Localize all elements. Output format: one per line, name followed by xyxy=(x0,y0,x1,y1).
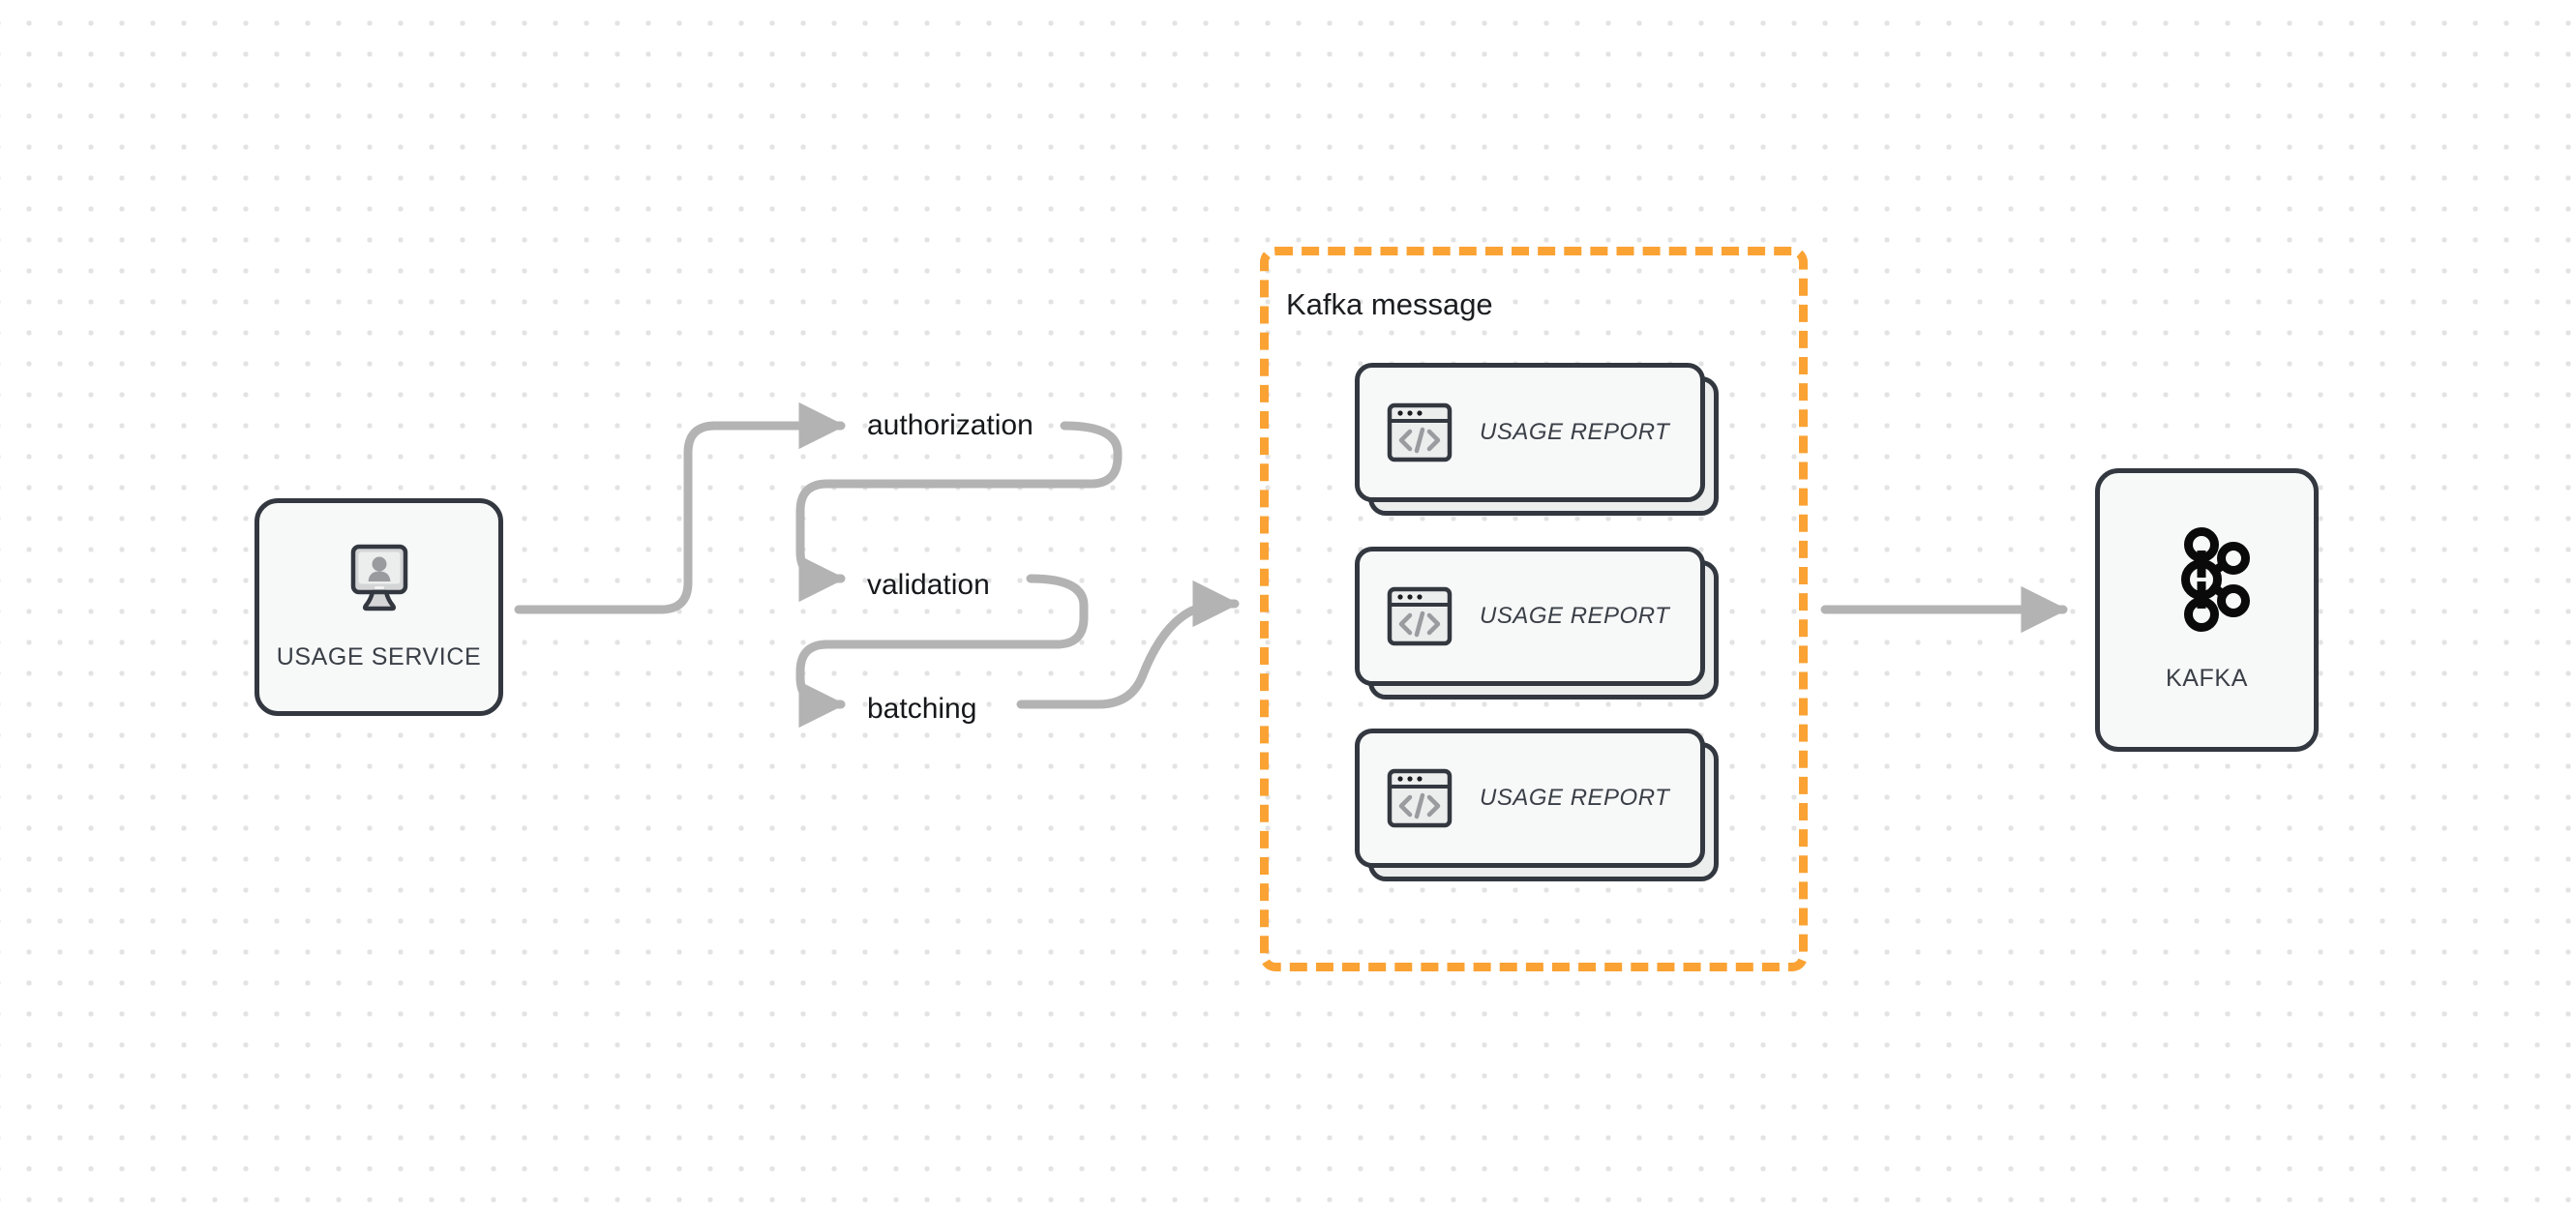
kafka-message-group xyxy=(1260,247,1808,971)
pipeline-step-validation[interactable]: validation xyxy=(867,569,990,601)
kafka-logo-icon xyxy=(2180,527,2250,632)
usage-report-card[interactable]: USAGE REPORT xyxy=(1355,729,1719,881)
edge-authorization-to-validation xyxy=(795,421,1123,603)
usage-report-label: USAGE REPORT xyxy=(1480,603,1670,629)
kafka-message-group-title: Kafka message xyxy=(1286,287,1493,321)
pipeline-step-authorization[interactable]: authorization xyxy=(867,409,1033,441)
usage-report-card[interactable]: USAGE REPORT xyxy=(1355,363,1719,516)
code-window-icon xyxy=(1387,768,1453,828)
card-front: USAGE REPORT xyxy=(1355,729,1705,868)
pipeline-step-batching[interactable]: batching xyxy=(867,693,977,725)
usage-report-label: USAGE REPORT xyxy=(1480,785,1670,811)
kafka-label: KAFKA xyxy=(2166,665,2248,692)
code-window-icon xyxy=(1387,402,1453,462)
node-kafka[interactable]: KAFKA xyxy=(2095,468,2319,752)
card-front: USAGE REPORT xyxy=(1355,547,1705,686)
usage-report-card[interactable]: USAGE REPORT xyxy=(1355,547,1719,700)
edge-batching-to-kafka-message xyxy=(1016,580,1240,709)
usage-report-label: USAGE REPORT xyxy=(1480,419,1670,445)
usage-service-label: USAGE SERVICE xyxy=(276,643,482,670)
edge-usage-service-to-authorization xyxy=(514,402,846,614)
card-front: USAGE REPORT xyxy=(1355,363,1705,502)
monitor-user-icon xyxy=(350,544,407,611)
node-usage-service[interactable]: USAGE SERVICE xyxy=(255,498,503,716)
code-window-icon xyxy=(1387,586,1453,646)
